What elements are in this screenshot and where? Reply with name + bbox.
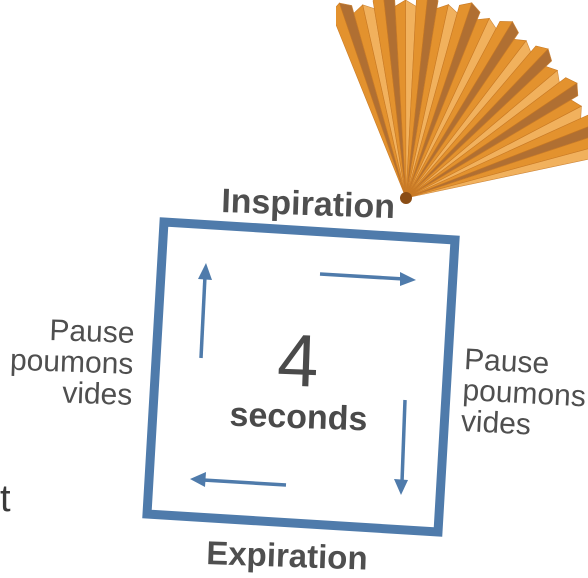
arrow-up-icon bbox=[198, 263, 212, 359]
fan-hub bbox=[400, 192, 412, 204]
arrow-right-icon bbox=[319, 272, 416, 286]
square-outline bbox=[142, 217, 460, 537]
arrow-down-icon bbox=[394, 399, 408, 495]
label-pause-left-line3: vides bbox=[61, 376, 133, 412]
edge-text-fragment: t bbox=[0, 478, 11, 520]
center-unit: seconds bbox=[228, 395, 369, 439]
label-inspiration: Inspiration bbox=[220, 182, 396, 227]
label-pause-left-line2: poumons bbox=[9, 343, 134, 381]
label-expiration: Expiration bbox=[205, 534, 369, 577]
label-pause-right: Pause poumons vides bbox=[460, 343, 587, 443]
paper-fan-icon bbox=[336, 0, 588, 204]
arrow-left-icon bbox=[190, 472, 287, 487]
center-count: 4 bbox=[275, 318, 321, 403]
label-pause-left: Pause poumons vides bbox=[7, 314, 135, 412]
fan-pleat-shade bbox=[405, 148, 588, 199]
